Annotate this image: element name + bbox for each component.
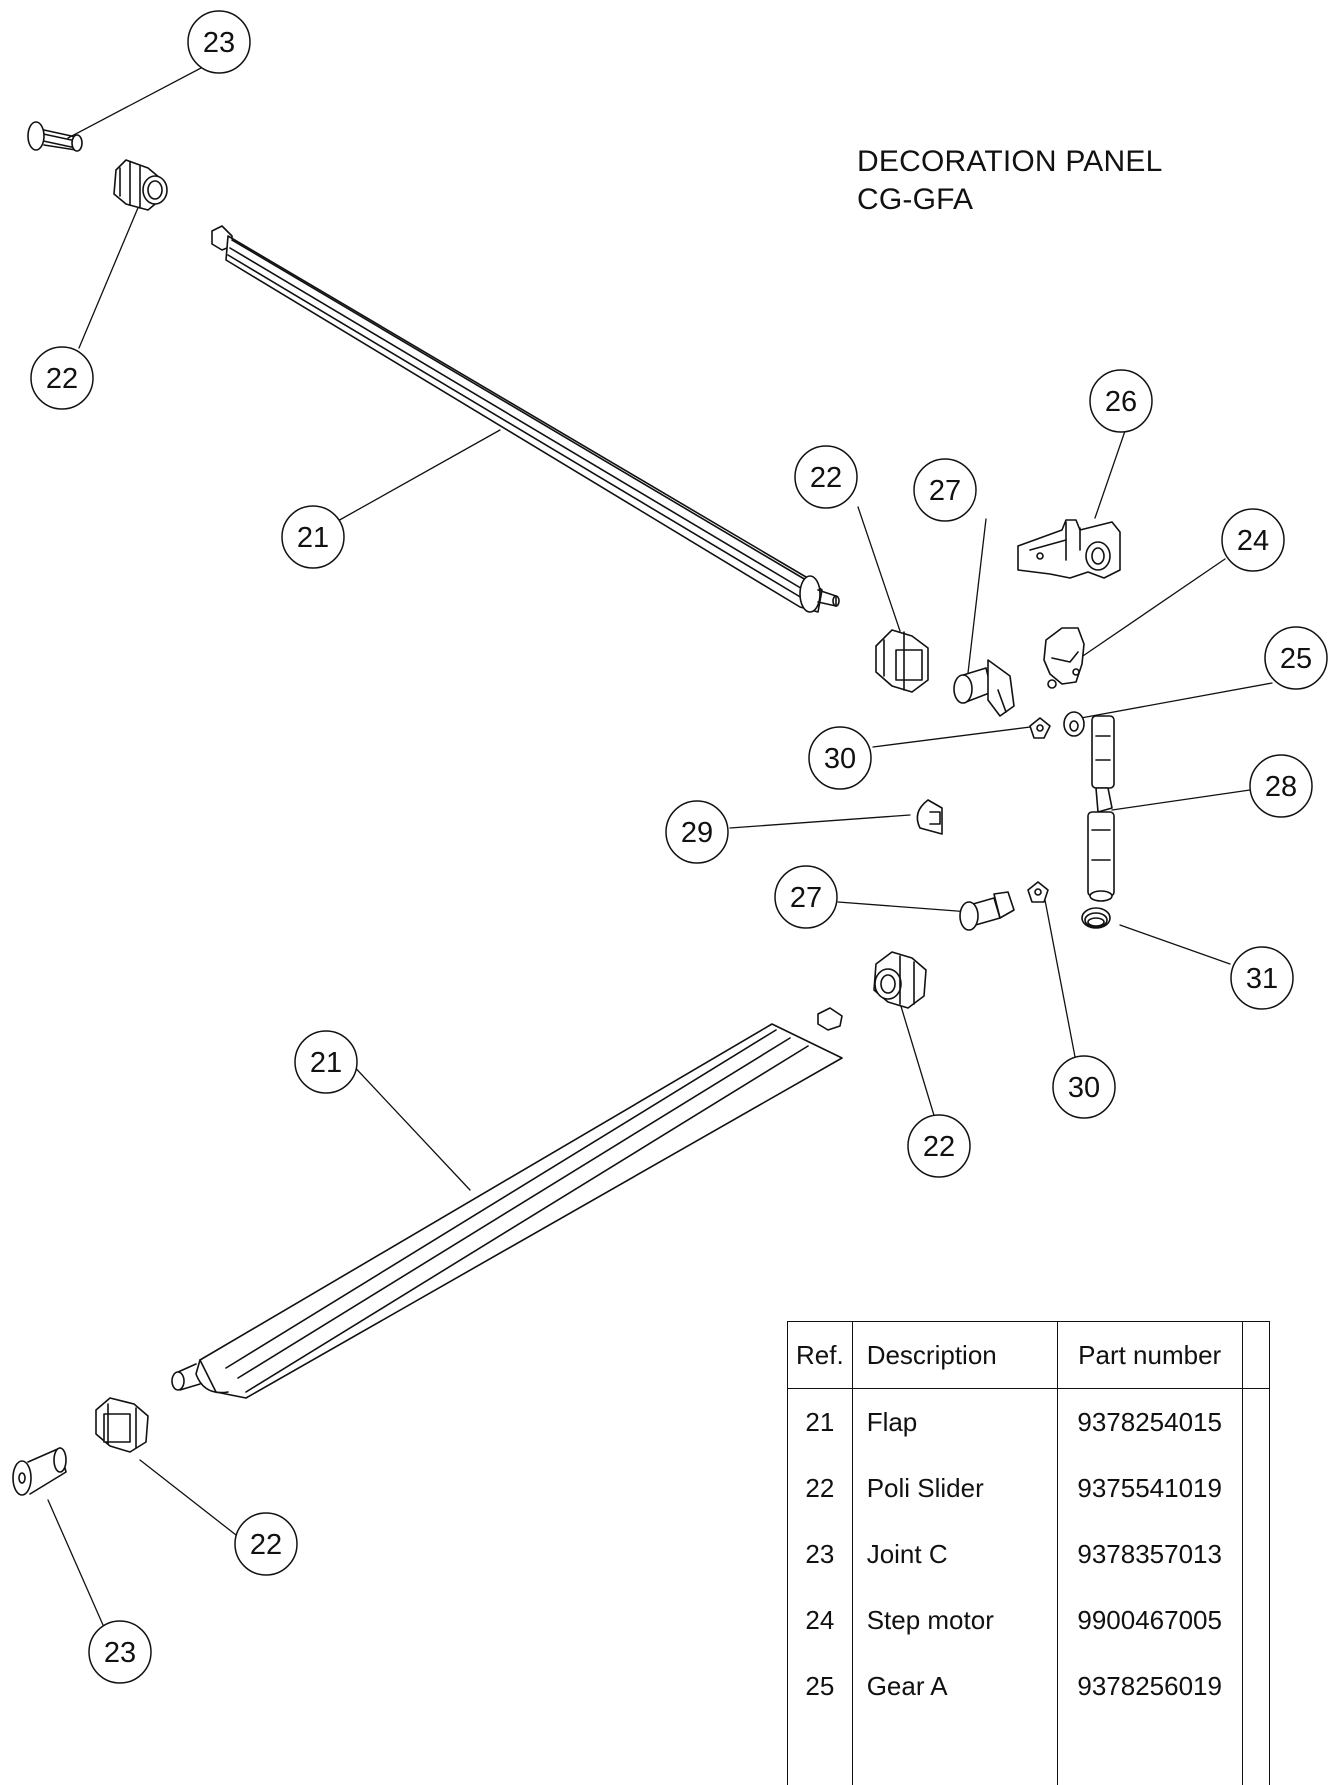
- callout-22-lower-center: 22: [907, 1114, 971, 1178]
- joint-c-bottom-part: [12, 1447, 67, 1496]
- table-row: [787, 1719, 1270, 1785]
- cell-extra: [1241, 1587, 1270, 1653]
- svg-text:30: 30: [824, 743, 856, 775]
- cell-part-number: 9900467005: [1056, 1587, 1243, 1653]
- callout-23-bottom: 23: [88, 1620, 152, 1684]
- svg-text:22: 22: [46, 363, 78, 395]
- callout-22-top-left: 22: [30, 346, 94, 410]
- cell-description: Step motor: [851, 1587, 1058, 1653]
- callout-24: 24: [1221, 508, 1285, 572]
- callout-21-top: 21: [281, 505, 345, 569]
- poli-slider-top-left-part: [113, 159, 168, 211]
- diagram-title-line-1: DECORATION PANEL: [857, 145, 1163, 178]
- cell-part-number: 9378357013: [1056, 1521, 1243, 1587]
- header-extra: [1241, 1321, 1270, 1389]
- cell-extra: [1241, 1455, 1270, 1521]
- half-cap-part: [916, 799, 943, 835]
- callout-21-bottom: 21: [294, 1030, 358, 1094]
- svg-text:22: 22: [250, 1529, 282, 1561]
- cell-ref: 24: [787, 1587, 853, 1653]
- gear-a-part: [1063, 711, 1085, 737]
- diagram-title-line-2: CG-GFA: [857, 183, 974, 216]
- callout-30-lower: 30: [1052, 1055, 1116, 1119]
- svg-text:23: 23: [104, 1637, 136, 1669]
- svg-text:27: 27: [929, 475, 961, 507]
- parts-table-header-row: Ref. Description Part number: [787, 1321, 1270, 1389]
- svg-text:21: 21: [297, 522, 329, 554]
- crank-shaft-part: [1087, 715, 1115, 902]
- callout-26: 26: [1089, 369, 1153, 433]
- cell-description: Joint C: [851, 1521, 1058, 1587]
- cell-ref: [787, 1719, 853, 1785]
- table-row: 23 Joint C 9378357013: [787, 1521, 1270, 1587]
- poli-slider-lower-center-part: [873, 951, 927, 1009]
- cell-ref: 21: [787, 1388, 853, 1455]
- svg-text:24: 24: [1237, 525, 1269, 557]
- callout-bubbles: 23 22 21 22 27 26 24 25 30 29 28 27 31 3…: [30, 10, 1328, 1684]
- callout-28: 28: [1249, 754, 1313, 818]
- cell-extra: [1241, 1521, 1270, 1587]
- svg-text:23: 23: [203, 27, 235, 59]
- cell-description: Poli Slider: [851, 1455, 1058, 1521]
- svg-text:22: 22: [810, 462, 842, 494]
- svg-text:31: 31: [1246, 963, 1278, 995]
- coupling-lower-part: [1027, 881, 1049, 903]
- cell-part-number: 9378254015: [1056, 1388, 1243, 1455]
- svg-text:28: 28: [1265, 771, 1297, 803]
- step-motor-part: [1043, 627, 1085, 689]
- svg-text:22: 22: [923, 1131, 955, 1163]
- coupling-upper-part: [1029, 717, 1051, 739]
- cell-extra: [1241, 1719, 1270, 1785]
- callout-22-bottom-left: 22: [234, 1512, 298, 1576]
- cell-extra: [1241, 1653, 1270, 1719]
- cell-extra: [1241, 1388, 1270, 1455]
- svg-text:27: 27: [790, 882, 822, 914]
- exploded-parts-diagram: 23 22 21 22 27 26 24 25 30 29 28 27 31 3…: [12, 10, 1328, 1684]
- flap-top-part: [211, 225, 840, 613]
- bracket-part: [1017, 519, 1121, 579]
- joint-c-top-part: [27, 121, 83, 152]
- header-part-number: Part number: [1056, 1321, 1243, 1389]
- parts-table: Ref. Description Part number 21 Flap 937…: [787, 1321, 1270, 1785]
- callout-22-center: 22: [794, 445, 858, 509]
- table-row: 22 Poli Slider 9375541019: [787, 1455, 1270, 1521]
- table-row: 24 Step motor 9900467005: [787, 1587, 1270, 1653]
- svg-text:25: 25: [1280, 643, 1312, 675]
- flap-bottom-part: [171, 1007, 843, 1399]
- callout-27-lower: 27: [774, 865, 838, 929]
- cell-part-number: 9378256019: [1056, 1653, 1243, 1719]
- callout-25: 25: [1264, 626, 1328, 690]
- table-row: 25 Gear A 9378256019: [787, 1653, 1270, 1719]
- callout-29: 29: [665, 800, 729, 864]
- table-row: 21 Flap 9378254015: [787, 1388, 1270, 1455]
- cell-ref: 22: [787, 1455, 853, 1521]
- shaft-upper-part: [953, 659, 1015, 717]
- cell-part-number: [1056, 1719, 1243, 1785]
- poli-slider-bottom-left-part: [95, 1397, 149, 1453]
- svg-text:21: 21: [310, 1047, 342, 1079]
- cell-description: Gear A: [851, 1653, 1058, 1719]
- callout-31: 31: [1230, 946, 1294, 1010]
- cell-ref: 23: [787, 1521, 853, 1587]
- callout-30-upper: 30: [808, 726, 872, 790]
- svg-text:29: 29: [681, 817, 713, 849]
- leader-lines: [47, 57, 1273, 1626]
- shaft-lower-part: [959, 891, 1015, 931]
- cell-description: Flap: [851, 1388, 1058, 1455]
- spring-part: [1081, 907, 1111, 929]
- cell-ref: 25: [787, 1653, 853, 1719]
- header-description: Description: [851, 1321, 1058, 1389]
- cell-description: [851, 1719, 1058, 1785]
- svg-text:26: 26: [1105, 386, 1137, 418]
- svg-text:30: 30: [1068, 1072, 1100, 1104]
- poli-slider-center-part: [875, 629, 929, 693]
- callout-23-top: 23: [187, 10, 251, 74]
- cell-part-number: 9375541019: [1056, 1455, 1243, 1521]
- header-ref: Ref.: [787, 1321, 853, 1389]
- callout-27-upper: 27: [913, 458, 977, 522]
